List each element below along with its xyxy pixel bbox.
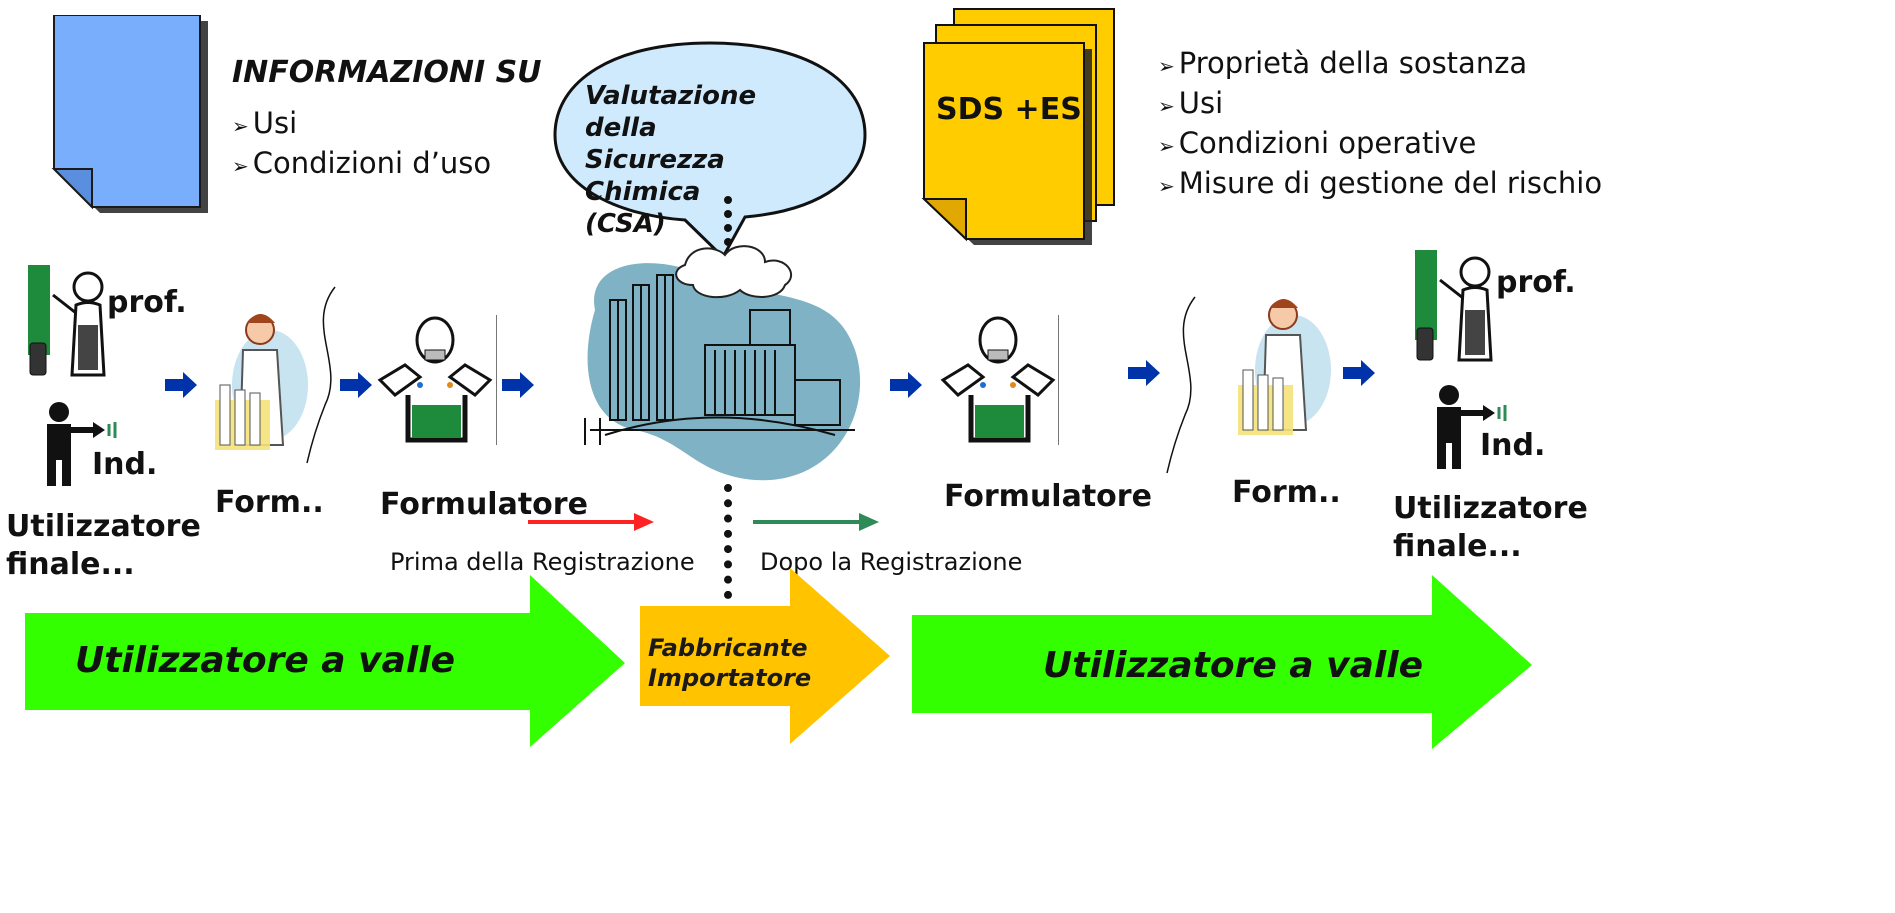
formulator-mixing-icon-left [377,316,493,443]
formulator-label-left: Formulatore [380,487,588,522]
thin-divider-1 [496,315,497,445]
ind-label-left: Ind. [92,447,158,482]
bubble-line-2: Sicurezza Chimica [585,145,725,207]
formulator-mixing-icon-right [940,316,1056,443]
flow-arrow-6 [1343,360,1375,386]
end-user-label-right: Utilizzatore finale... [1393,490,1588,566]
info-bullet-usi: Usi [232,105,491,145]
industrial-user-icon [47,402,117,486]
factory-icon [584,245,861,481]
before-registration-arrow [528,513,654,531]
dotted-divider-bottom [724,484,742,599]
end-user-left-line-2: finale... [6,547,135,582]
flow-arrow-3 [502,372,534,398]
bubble-line-1: Valutazione della [585,81,757,143]
bubble-text: Valutazione della Sicurezza Chimica (CSA… [585,80,835,240]
prof-label-right: prof. [1496,265,1576,300]
downstream-user-arrow-right [912,575,1532,749]
before-registration-label: Prima della Registrazione [390,548,695,576]
end-user-right-line-1: Utilizzatore [1393,491,1588,526]
flow-arrow-1 [165,372,197,398]
manufacturer-label: Fabbricante [648,634,808,662]
importer-label: Importatore [648,664,812,692]
info-bullet-condizioni: Condizioni d’uso [232,145,491,185]
wavy-separator-1 [306,286,336,464]
sds-bullet-3: Condizioni operative [1158,125,1602,165]
end-user-left-line-1: Utilizzatore [6,509,201,544]
manufacturer-importer-arrow [640,568,890,744]
ind-label-right: Ind. [1480,428,1546,463]
sds-bullet-1: Proprietà della sostanza [1158,45,1602,85]
form-short-label-right: Form.. [1232,475,1341,510]
flow-arrow-5 [1128,360,1160,386]
bubble-line-3: (CSA) [585,209,666,239]
thin-divider-2 [1058,315,1059,445]
blue-document-icon [51,15,208,213]
formulator-label-right: Formulatore [944,479,1152,514]
downstream-user-arrow-left [25,575,625,747]
downstream-user-label-right: Utilizzatore a valle [1043,645,1423,686]
dotted-divider-top [724,196,742,246]
lab-worker-icon-right [1238,299,1331,435]
form-short-label-left: Form.. [215,485,324,520]
sds-bullet-list: Proprietà della sostanza Usi Condizioni … [1158,45,1602,205]
professional-user-icon [28,265,106,377]
sds-bullet-4: Misure di gestione del rischio [1158,165,1602,205]
manufacturer-importer-label: Fabbricante Importatore [648,633,811,693]
lab-worker-icon [215,314,308,450]
professional-user-icon-right [1415,250,1493,362]
industrial-user-icon-right [1437,385,1507,469]
after-registration-label: Dopo la Registrazione [760,548,1023,576]
sds-documents-icon [921,8,1115,245]
info-bullet-list: Usi Condizioni d’uso [232,105,491,185]
end-user-right-line-2: finale... [1393,529,1522,564]
end-user-label-left: Utilizzatore finale... [6,508,201,584]
flow-arrow-2 [340,372,372,398]
after-registration-arrow [753,513,879,531]
info-heading: INFORMAZIONI SU [232,55,542,90]
sds-label: SDS +ES [936,92,1082,127]
sds-bullet-2: Usi [1158,85,1602,125]
wavy-separator-2 [1166,296,1196,474]
flow-arrow-4 [890,372,922,398]
downstream-user-label-left: Utilizzatore a valle [75,640,455,681]
prof-label-left: prof. [107,285,187,320]
